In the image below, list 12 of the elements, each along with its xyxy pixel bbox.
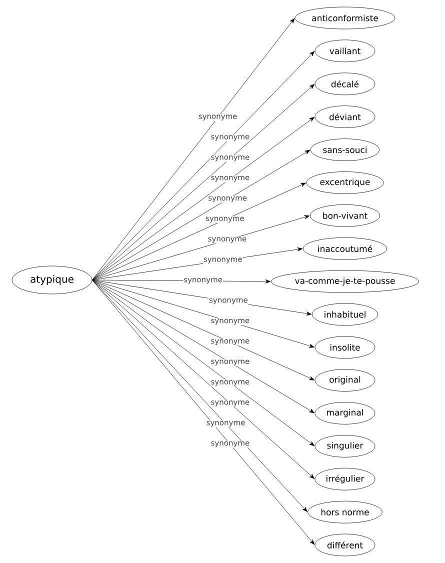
arrow — [92, 280, 314, 380]
arrow — [92, 215, 310, 280]
arrow — [92, 280, 315, 545]
arrow — [92, 280, 314, 414]
arrow — [92, 150, 310, 280]
arrow — [92, 280, 308, 512]
arrow — [92, 18, 295, 280]
arrow — [92, 280, 315, 446]
arrow — [92, 280, 314, 348]
arrow — [92, 182, 306, 280]
arrow — [92, 280, 315, 479]
arrow — [92, 116, 315, 280]
